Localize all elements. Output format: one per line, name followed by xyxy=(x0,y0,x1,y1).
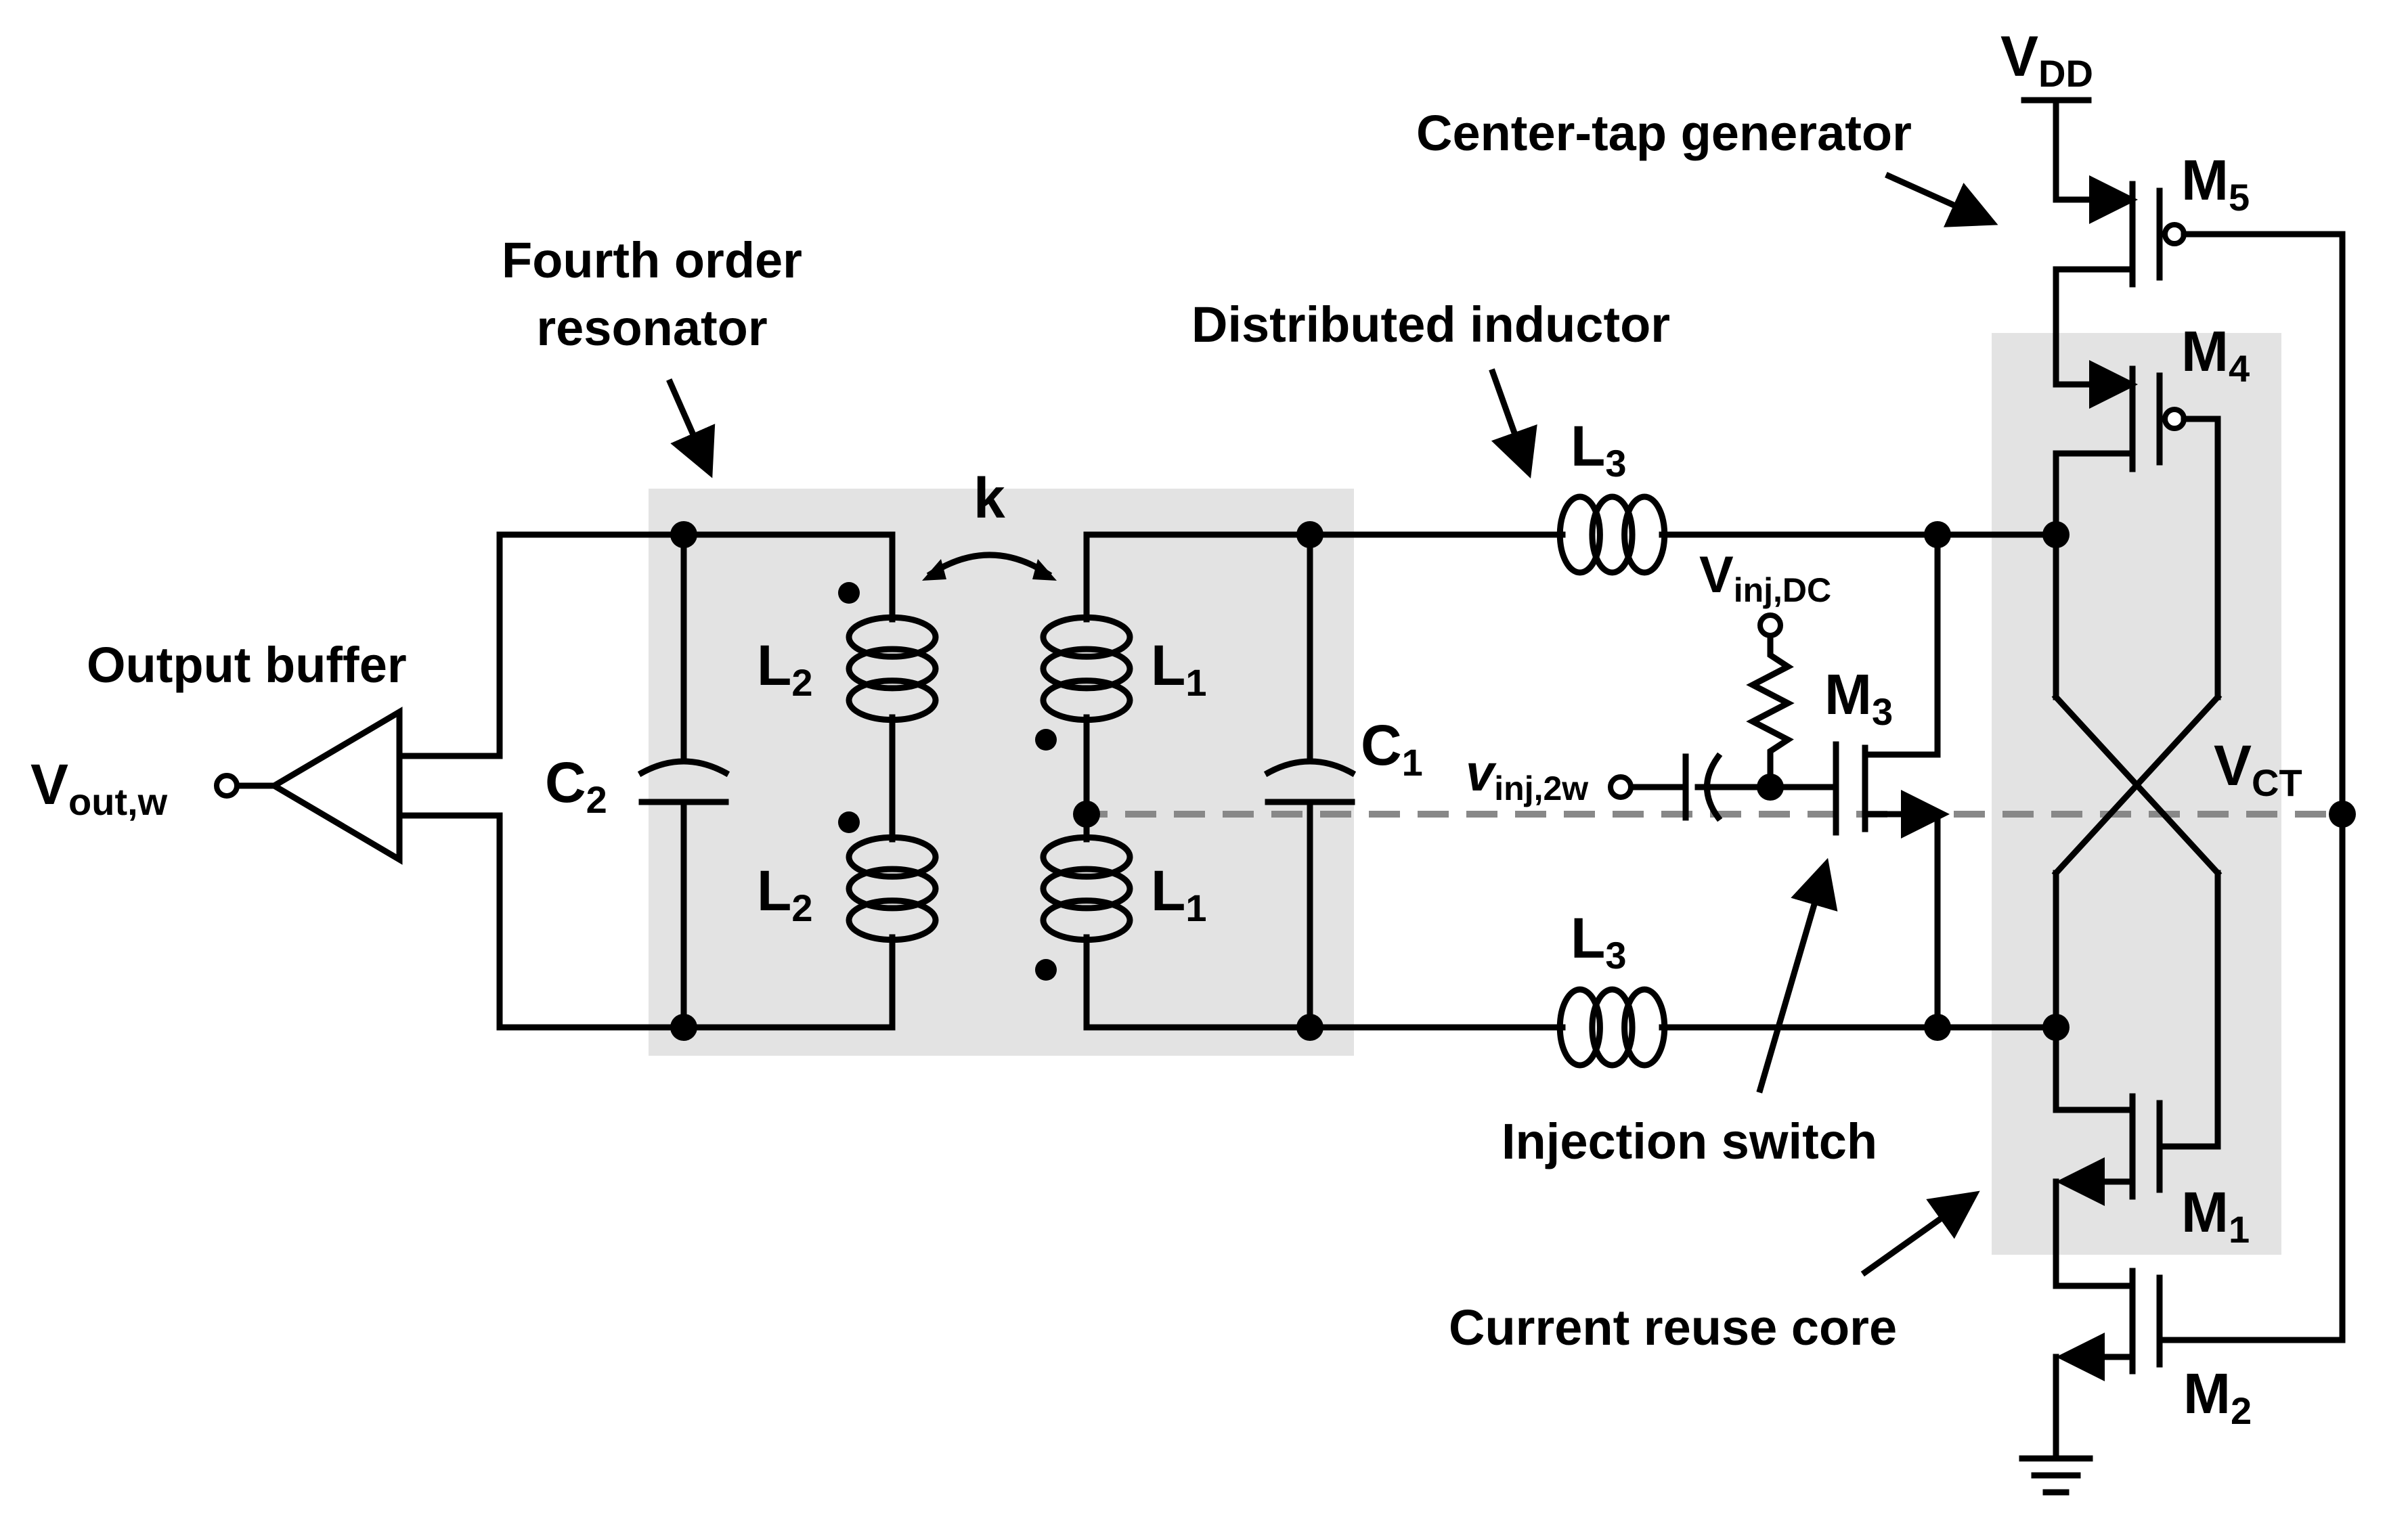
l2-bottom-inductor xyxy=(846,834,939,943)
l1-bottom-label: L1 xyxy=(1151,859,1206,929)
distributed-inductor-label: Distributed inductor xyxy=(1191,296,1670,353)
l2-bottom-label: L2 xyxy=(757,859,812,929)
vct-label: VCT xyxy=(2214,734,2302,804)
current-reuse-core-label: Current reuse core xyxy=(1449,1299,1897,1356)
vout-label: Vout,w xyxy=(30,753,168,823)
resonator-primary xyxy=(1035,521,1361,1041)
l2-bottom-polarity-dot xyxy=(838,811,860,833)
l3-bottom-label: L3 xyxy=(1571,906,1626,977)
c1-label: C1 xyxy=(1361,713,1423,784)
injection-coupling-capacitor-curved xyxy=(1704,752,1723,822)
coupling-k-label: k xyxy=(973,466,1005,530)
l1-bottom-polarity-dot xyxy=(1035,959,1057,981)
current-reuse-core xyxy=(2019,97,2356,1496)
fourth-order-resonator-label-line2: resonator xyxy=(536,300,767,356)
output-buffer-label: Output buffer xyxy=(87,637,407,693)
vinj-2w-label: vinj,2w xyxy=(1466,744,1588,807)
distributed-inductor-pointer-arrow xyxy=(1489,368,1537,478)
center-tap-generator-label: Center-tap generator xyxy=(1416,105,1912,161)
resonator-secondary xyxy=(637,521,939,1041)
c2-capacitor-plate-curved xyxy=(637,758,730,778)
center-tap-pointer-arrow xyxy=(1885,172,1998,227)
l2-top-label: L2 xyxy=(757,633,812,704)
fourth-order-resonator-label-line1: Fourth order xyxy=(502,232,802,288)
l2-top-polarity-dot xyxy=(838,582,860,604)
l1-top-inductor xyxy=(1040,614,1133,723)
l1-top-label: L1 xyxy=(1151,633,1206,704)
l1-bottom-inductor xyxy=(1040,834,1133,943)
vout-terminal xyxy=(214,773,240,799)
m4-label: M4 xyxy=(2181,319,2250,390)
l1-center-tap-node xyxy=(1073,801,1100,828)
m5-label: M5 xyxy=(2181,148,2250,219)
distributed-inductors xyxy=(1354,493,2067,1069)
l3-top-inductor xyxy=(1556,493,1668,576)
vct-node xyxy=(2329,801,2356,828)
l3-top-label: L3 xyxy=(1571,414,1626,485)
injection-switch-pointer-arrow xyxy=(1756,857,1838,1094)
c1-capacitor-plate-curved xyxy=(1263,758,1357,778)
injection-switch-m3 xyxy=(1608,521,1951,1041)
m3-label: M3 xyxy=(1824,663,1893,733)
injection-switch-label: Injection switch xyxy=(1502,1113,1877,1169)
vinj-dc-terminal xyxy=(1757,612,1783,638)
vinj-2w-terminal xyxy=(1608,774,1634,800)
vinj-dc-label: Vinj,DC xyxy=(1699,546,1831,609)
output-buffer xyxy=(214,531,687,1031)
current-reuse-core-pointer-arrow xyxy=(1860,1190,1980,1277)
m1-label: M1 xyxy=(2181,1180,2250,1251)
resonator-highlight-box xyxy=(649,489,1354,1056)
resonator-pointer-arrow xyxy=(666,378,716,478)
l3-bottom-inductor xyxy=(1556,986,1668,1069)
l1-top-polarity-dot xyxy=(1035,729,1057,751)
l2-top-inductor xyxy=(846,614,939,723)
vdd-label: VDD xyxy=(2000,24,2093,95)
core-highlight-box xyxy=(1992,333,2281,1255)
gate-bias-resistor xyxy=(1746,633,1795,790)
m2-label: M2 xyxy=(2183,1362,2252,1432)
c2-label: C2 xyxy=(545,751,607,821)
coupling-k-arrow xyxy=(926,552,1053,579)
